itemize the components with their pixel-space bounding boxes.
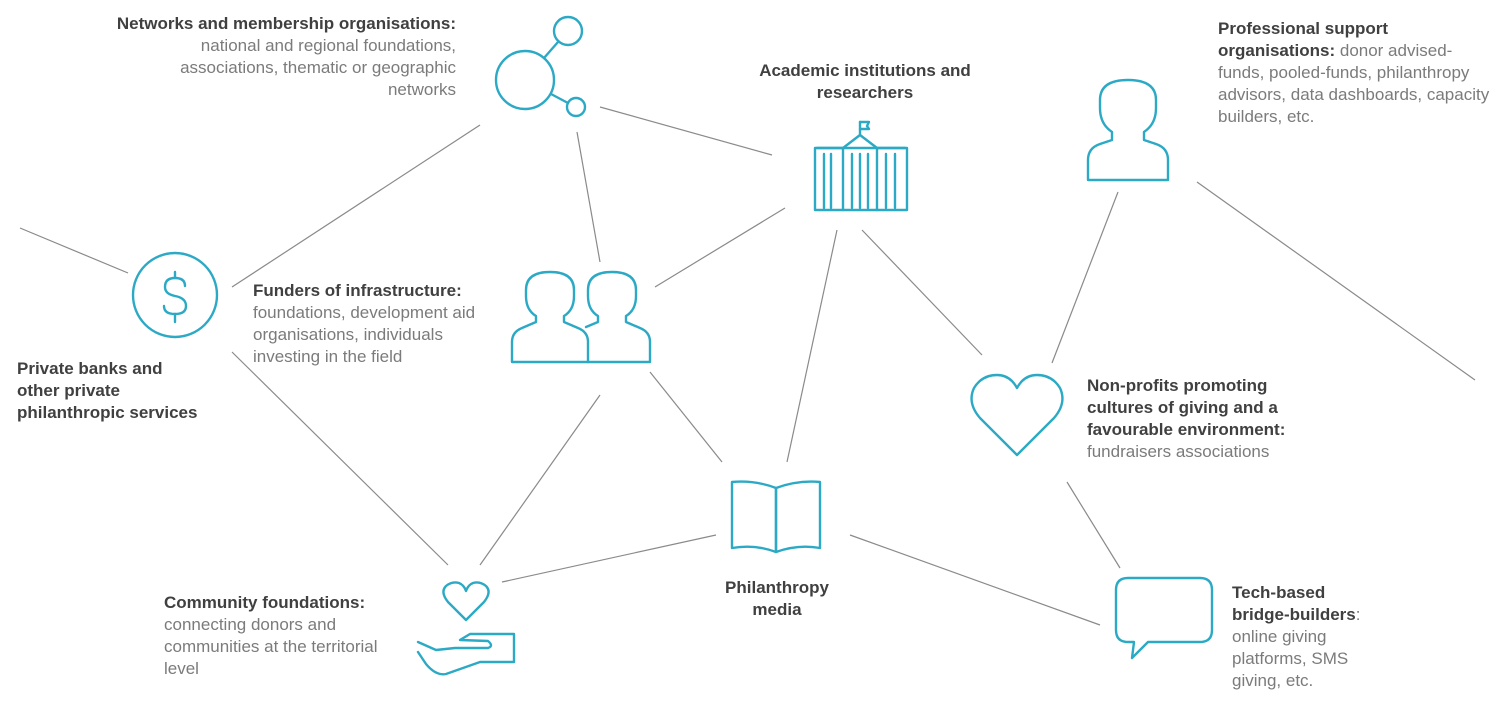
tech-title-suffix: : [1355,605,1361,624]
connector-line [1051,191,1119,364]
connector-line [576,131,601,263]
connector-line [19,227,129,274]
connector-line [231,124,481,288]
open-book-icon [730,480,822,554]
connector-line [649,371,723,463]
funders-description: foundations, development aid organisatio… [253,303,476,366]
connector-line [231,351,449,566]
connector-line [654,207,786,288]
academic-title: Academic institutions and researchers [759,61,971,102]
speech-bubble-icon [1114,576,1214,660]
label-private-banks: Private banks and other private philanth… [17,358,207,424]
label-networks: Networks and membership organisations: n… [108,13,456,101]
label-academic: Academic institutions and researchers [730,60,1000,104]
connector-line [479,394,601,566]
network-share-icon [494,15,587,118]
nonprofits-description: fundraisers associations [1087,442,1270,461]
label-nonprofits: Non-profits promoting cultures of giving… [1087,375,1337,463]
community-title: Community foundations: [164,593,366,612]
tech-title: Tech-based bridge-builders [1232,583,1356,624]
community-description: connecting donors and communities at the… [164,615,378,678]
nonprofits-title: Non-profits promoting cultures of giving… [1087,376,1286,439]
media-title: Philanthropy media [725,578,829,619]
networks-title: Networks and membership organisations: [116,14,456,33]
networks-description: national and regional foundations, assoc… [180,36,456,99]
connector-line [786,229,838,463]
label-community: Community foundations: connecting donors… [164,592,414,680]
connector-lines [19,106,1476,626]
label-funders: Funders of infrastructure: foundations, … [253,280,485,368]
connector-line [849,534,1101,626]
label-professional: Professional support organisations: dono… [1218,18,1496,128]
private-banks-title: Private banks and other private philanth… [17,359,198,422]
label-tech: Tech-based bridge-builders: online givin… [1232,582,1372,692]
funders-title: Funders of infrastructure: [253,281,462,300]
dollar-icon [131,251,219,339]
professional-title: Professional support organisations: [1218,19,1389,60]
professional-description: donor advised-funds, pooled-funds, phila… [1218,41,1490,126]
person-icon [1086,78,1170,182]
heart-icon [970,373,1064,457]
connector-line [501,534,717,583]
connector-line [861,229,983,356]
label-media: Philanthropy media [712,577,842,621]
connector-line [599,106,773,156]
tech-description: online giving platforms, SMS giving, etc… [1232,627,1349,690]
hand-heart-icon [416,581,516,676]
institution-building-icon [813,120,909,212]
two-people-icon [510,270,652,364]
connector-line [1066,481,1121,569]
connector-line [1196,181,1476,381]
